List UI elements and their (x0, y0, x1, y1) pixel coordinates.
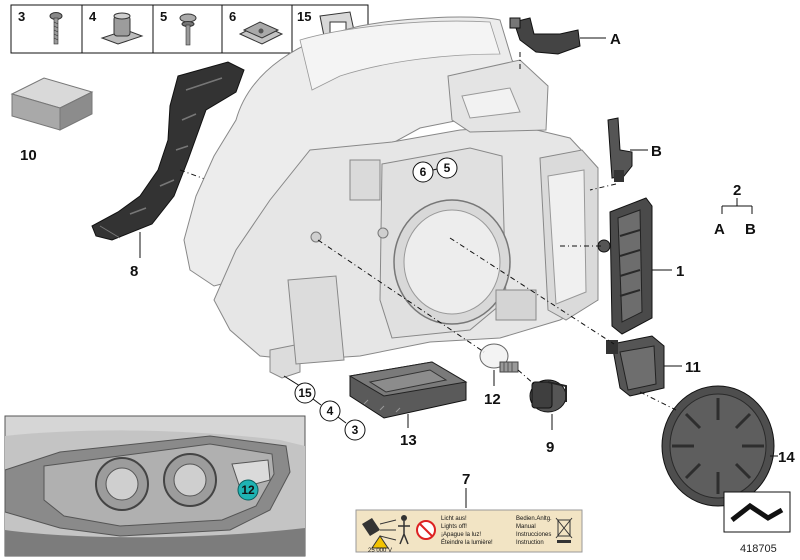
callout-7: 7 (462, 471, 470, 488)
inset-callout-12: 12 (241, 483, 255, 497)
svg-text:25 000 V: 25 000 V (368, 548, 392, 554)
label-text-2: Lights off! (441, 524, 467, 530)
document-number: 418705 (740, 543, 777, 555)
foam-block-part (10, 77, 94, 131)
svg-text:4: 4 (327, 404, 334, 418)
strip-label-15: 15 (297, 9, 311, 24)
label-text-8: Instruction (516, 540, 544, 546)
circled-callout-5: 5 (436, 157, 458, 179)
callout-group-2-a: A (714, 221, 725, 238)
control-unit-part (348, 361, 468, 419)
strip-label-6: 6 (229, 9, 236, 24)
callout-8: 8 (130, 263, 138, 280)
vehicle-location-inset: 12 (4, 415, 306, 557)
lamp-warning-icon (362, 518, 397, 541)
diagram-orientation-icon (723, 491, 791, 533)
screw-icon (49, 12, 63, 45)
high-voltage-icon: 25 000 V (368, 535, 392, 554)
svg-text:5: 5 (444, 161, 451, 175)
svg-text:3: 3 (352, 423, 359, 437)
headlight-housing (183, 16, 599, 379)
clip-nut-icon (100, 12, 144, 45)
svg-text:6: 6 (420, 165, 427, 179)
bulb-socket-part (529, 379, 567, 413)
callout-a-top: A (610, 31, 621, 48)
label-text-5: Bedien.Anltg. (516, 516, 552, 522)
callout-9: 9 (546, 439, 554, 456)
svg-text:15: 15 (298, 386, 312, 400)
spring-clip-icon (238, 21, 284, 45)
disposal-bin-icon (555, 517, 573, 543)
small-parts-strip: 3 4 5 6 15 (10, 4, 369, 54)
callout-1: 1 (676, 263, 684, 280)
person-warning-icon (398, 515, 410, 545)
label-text-1: Licht aus! (441, 516, 467, 522)
callout-group-2-b: B (745, 221, 756, 238)
circled-callout-4: 4 (319, 400, 341, 422)
circled-callout-3: 3 (344, 419, 366, 441)
callout-13: 13 (400, 432, 417, 449)
circled-callout-6: 6 (412, 161, 434, 183)
cover-cap-part (597, 197, 653, 335)
no-touch-icon (416, 520, 436, 540)
label-text-7: Instrucciones (516, 532, 551, 538)
warning-label-part: 25 000 V Licht aus! Lights off! ¡Apague … (355, 509, 583, 554)
callout-11: 11 (685, 359, 701, 376)
support-frame-part (91, 61, 245, 241)
callout-14: 14 (778, 449, 795, 466)
round-cover-cap-part (661, 385, 775, 507)
circled-callout-15: 15 (294, 382, 316, 404)
callout-12: 12 (484, 391, 501, 408)
bracket-b-part (607, 117, 633, 182)
strip-label-5: 5 (160, 9, 167, 24)
label-text-4: Éteindre la lumière! (441, 539, 493, 546)
collar-screw-icon (179, 13, 197, 46)
label-text-3: ¡Apague la luz! (441, 532, 481, 538)
inset-highlight-marker (237, 479, 259, 501)
bulb-part (479, 343, 519, 373)
igniter-unit-part (606, 335, 665, 397)
strip-label-3: 3 (18, 9, 25, 24)
strip-label-4: 4 (89, 9, 97, 24)
callout-10: 10 (20, 147, 37, 164)
callout-b-right: B (651, 143, 662, 160)
bracket-a-part (509, 17, 581, 55)
callout-group-2: 2 (733, 182, 741, 199)
label-text-6: Manual (516, 524, 536, 530)
